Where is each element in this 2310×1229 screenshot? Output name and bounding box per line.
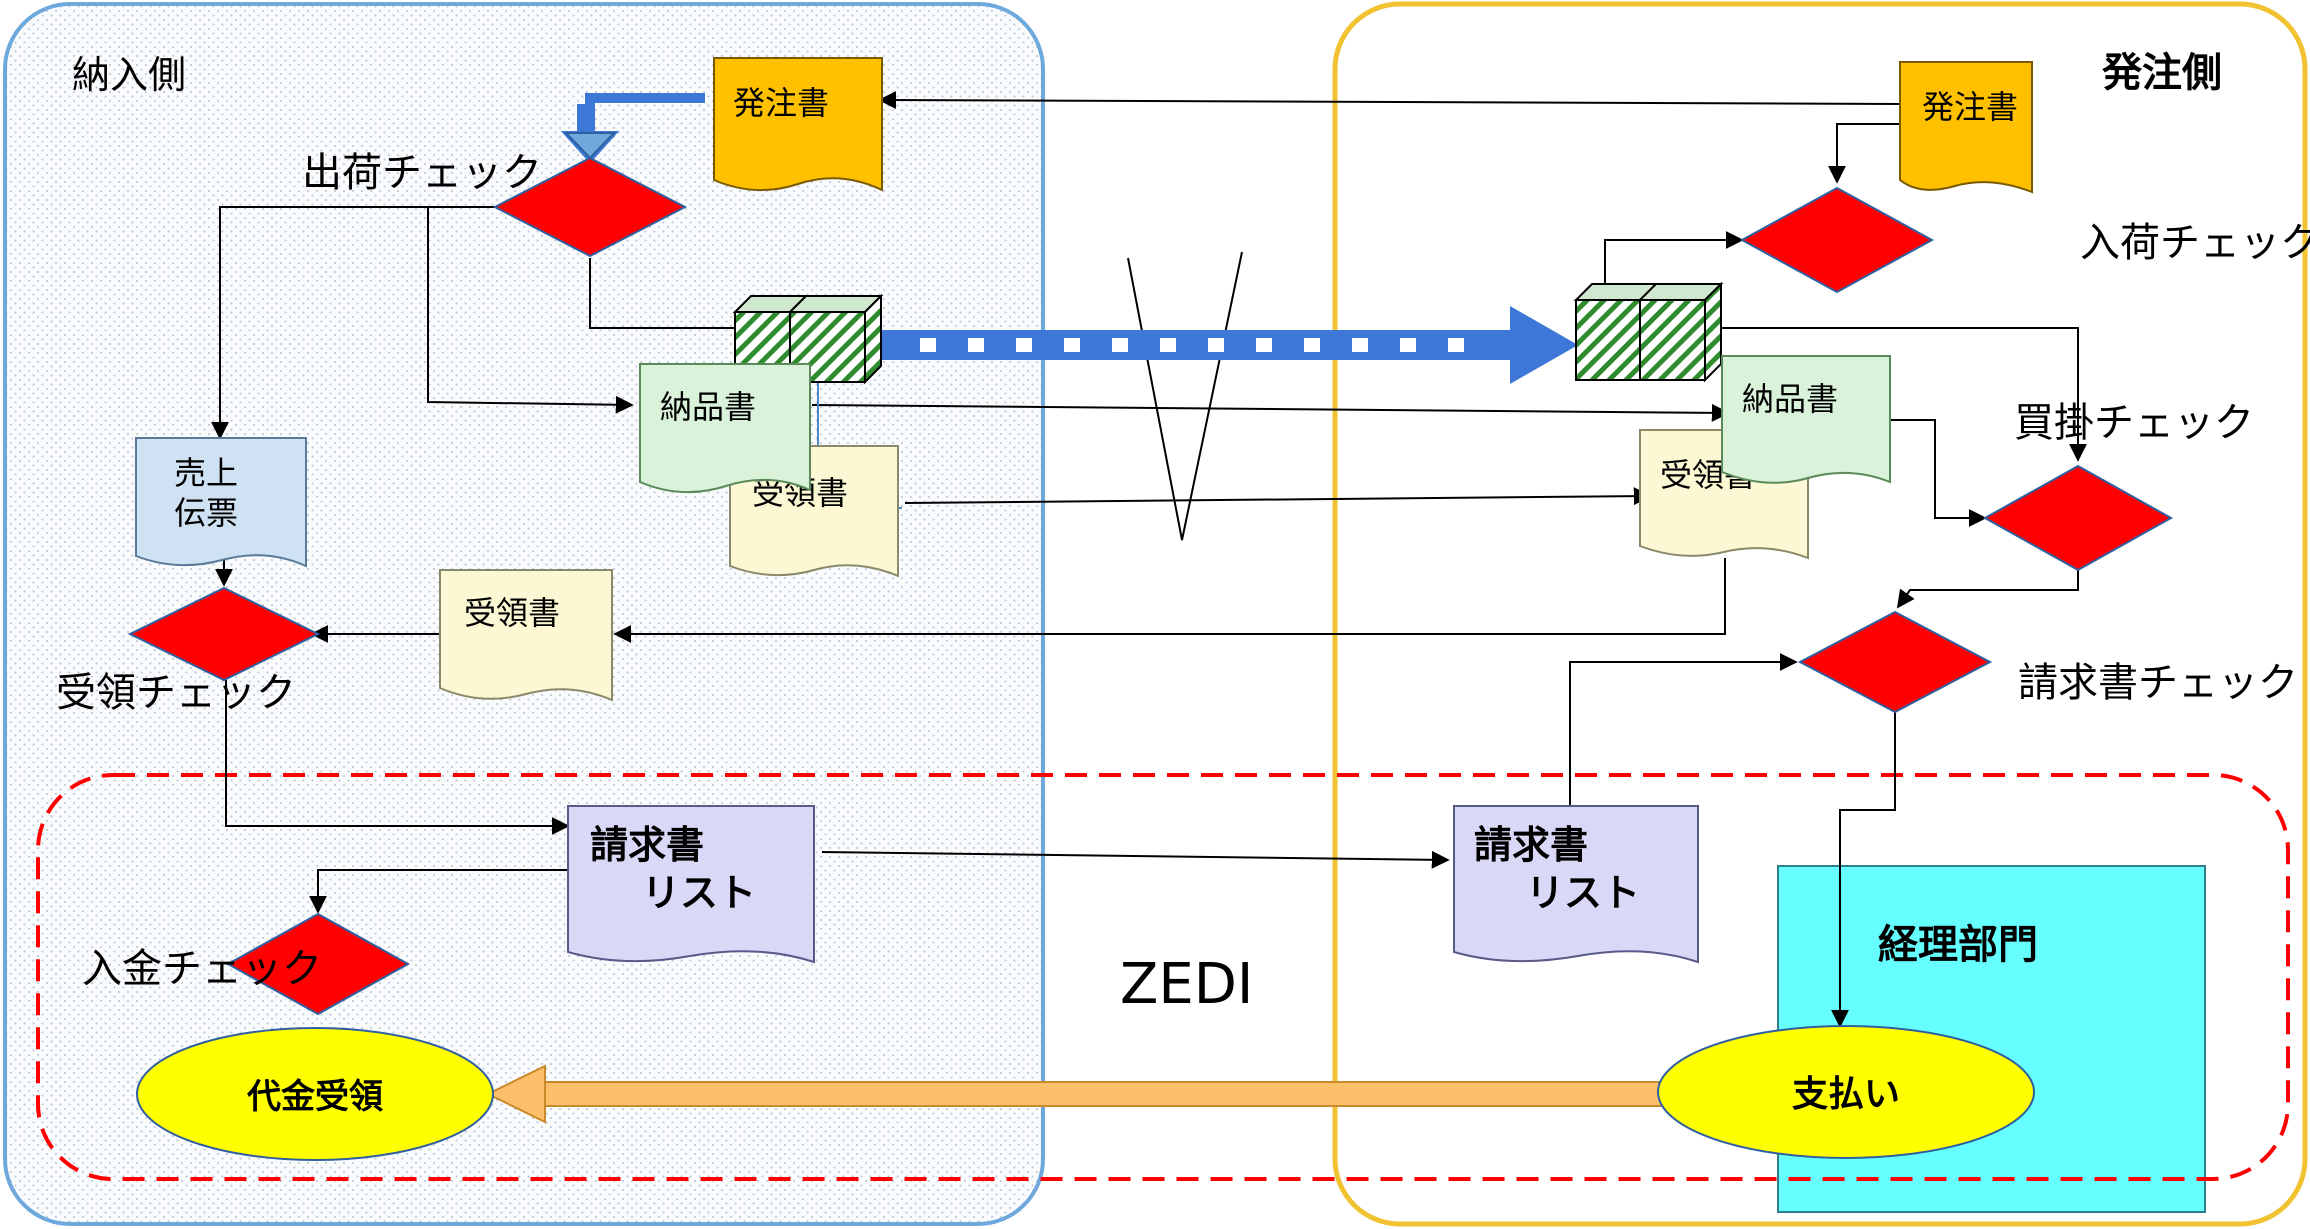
payment-in-check-diamond[interactable]	[225, 912, 411, 1016]
invoice-to-payment-check	[309, 869, 568, 914]
accounting-label: 経理部門	[1878, 922, 2038, 968]
connectors	[211, 91, 2087, 1028]
goods-to-receiving	[1604, 231, 1744, 285]
shipping-to-delivery-note	[427, 207, 634, 414]
shipping-to-goods	[589, 258, 740, 329]
receipt-check-label: 受領チェック	[56, 670, 296, 716]
doc-sales-slip[interactable]: 売上 伝票	[135, 437, 307, 568]
doc-order-right[interactable]: 発注書	[1899, 61, 2033, 194]
doc-invoice-right-line2: リスト	[1526, 871, 1640, 915]
network-divider-lines	[1127, 251, 1243, 541]
payment-in-check-label: 入金チェック	[82, 946, 322, 992]
shipping-branch	[211, 206, 495, 440]
doc-delivery-note-left[interactable]: 納品書	[639, 363, 811, 494]
shipping-check-label: 出荷チェック	[302, 150, 542, 196]
invoice-list-to-check	[1569, 653, 1798, 808]
arrow-invoice-forward	[821, 850, 1450, 869]
receipt-check-to-invoice	[225, 680, 570, 835]
goods-to-payable	[1720, 327, 2087, 462]
invoice-check-label: 請求書チェック	[2018, 660, 2298, 706]
order-to-shipping-arrowhead	[563, 132, 617, 160]
terminal-payment-received[interactable]: 代金受領	[136, 1027, 494, 1161]
terminal-payment-label: 支払い	[1792, 1074, 1900, 1115]
shipping-check-diamond[interactable]	[492, 156, 688, 258]
payable-to-invoice	[1896, 566, 2079, 609]
doc-invoice-left-line2: リスト	[642, 871, 756, 915]
receiving-check-diamond[interactable]	[1739, 186, 1935, 294]
doc-order-left-label: 発注書	[733, 84, 829, 122]
terminal-payment-received-label: 代金受領	[246, 1077, 383, 1117]
receipt-check-diamond[interactable]	[127, 586, 321, 682]
buyer-title: 発注側	[2102, 50, 2222, 96]
doc-sales-slip-line1: 売上	[174, 454, 238, 492]
invoice-check-to-payment	[1831, 712, 1896, 1028]
arrow-receipt-forward	[904, 487, 1652, 506]
doc-delivery-note-right-label: 納品書	[1742, 380, 1838, 418]
doc-receipt-return-label: 受領書	[464, 594, 560, 632]
doc-invoice-list-left[interactable]: 請求書 リスト	[567, 805, 815, 964]
zedi-label: ZEDI	[1120, 952, 1253, 1017]
invoice-check-diamond[interactable]	[1797, 610, 1993, 714]
doc-delivery-note-right[interactable]: 納品書	[1721, 355, 1891, 484]
receipt-right-return	[613, 558, 1726, 643]
doc-invoice-list-right[interactable]: 請求書 リスト	[1453, 805, 1699, 964]
doc-delivery-note-left-label: 納品書	[660, 388, 756, 426]
doc-order-right-label: 発注書	[1922, 88, 2018, 126]
payable-check-label: 買掛チェック	[2014, 400, 2254, 446]
doc-sales-slip-line2: 伝票	[174, 494, 238, 532]
supplier-title: 納入側	[72, 53, 186, 97]
arrow-order-to-supplier	[878, 91, 1901, 110]
doc-receipt-return[interactable]: 受領書	[439, 569, 613, 702]
delivery-to-payable	[1890, 419, 1987, 527]
payable-check-diamond[interactable]	[1982, 464, 2174, 572]
goods-boxes-right	[1573, 281, 1724, 383]
doc-order-left[interactable]: 発注書	[713, 57, 883, 192]
doc-invoice-left-line1: 請求書	[590, 823, 704, 867]
goods-transfer-arrow	[880, 306, 1578, 384]
receiving-check-label: 入荷チェック	[2080, 220, 2310, 266]
terminal-payment[interactable]: 支払い	[1657, 1025, 2035, 1159]
payment-arrow	[485, 1064, 1666, 1124]
doc-invoice-right-line1: 請求書	[1474, 823, 1588, 867]
network-dashed-region	[36, 773, 2290, 1181]
arrow-order-to-receiving	[1828, 123, 1900, 184]
arrow-delivery-note	[811, 403, 1730, 422]
